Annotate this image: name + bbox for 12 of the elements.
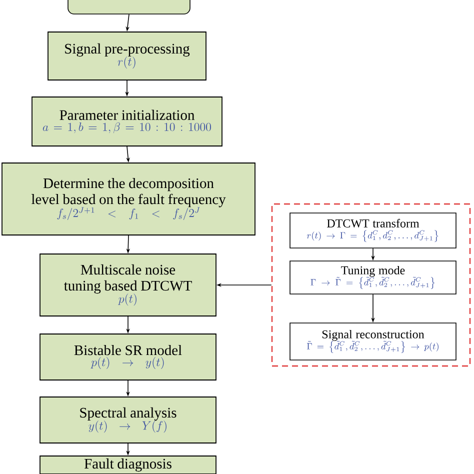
process-box: Bistable SR model $p(t)\rightarrow y(t)$ [40, 334, 216, 380]
process-box: Multiscale noise tuning based DTCWT $p(t)$ [40, 254, 216, 316]
dashed-group-frame [271, 203, 471, 367]
process-box: DTCWT transform $r(t)\rightarrow\Gamma=\left\{d_1^C,d_2^C,\ldots,d_{J+1}^C\right\}$ [290, 212, 456, 248]
process-box: Signal reconstruction $\tilde{\Gamma}=\left\{\tilde{d}_1^C,\tilde{d}_2^C,\ldots,\tilde{d}_{J+1}^C\right\}\rightarrow p(t)$ [290, 322, 456, 360]
process-box: Signal pre-processing $r(t)$ [48, 32, 206, 80]
process-box: Fault diagnosis [40, 456, 216, 474]
process-box: Spectral analysis $y(t)\rightarrow Y(f)$ [40, 396, 216, 444]
process-box: Tuning mode $\Gamma\rightarrow\tilde{\Gamma}=\left\{\tilde{d}_1^C,\tilde{d}_2^C,\ldots,\tilde{d}_{J+1}^C\right\}$ [290, 260, 456, 294]
process-box: Parameter initialization $a=1,b=1,\beta=10:10:1000$ [32, 96, 222, 146]
process-box [68, 0, 190, 14]
process-box: Determine the decomposition level based on the fault frequency $f_s/2^{J+1}<f_1<f_s/2^J$ [2, 162, 256, 236]
